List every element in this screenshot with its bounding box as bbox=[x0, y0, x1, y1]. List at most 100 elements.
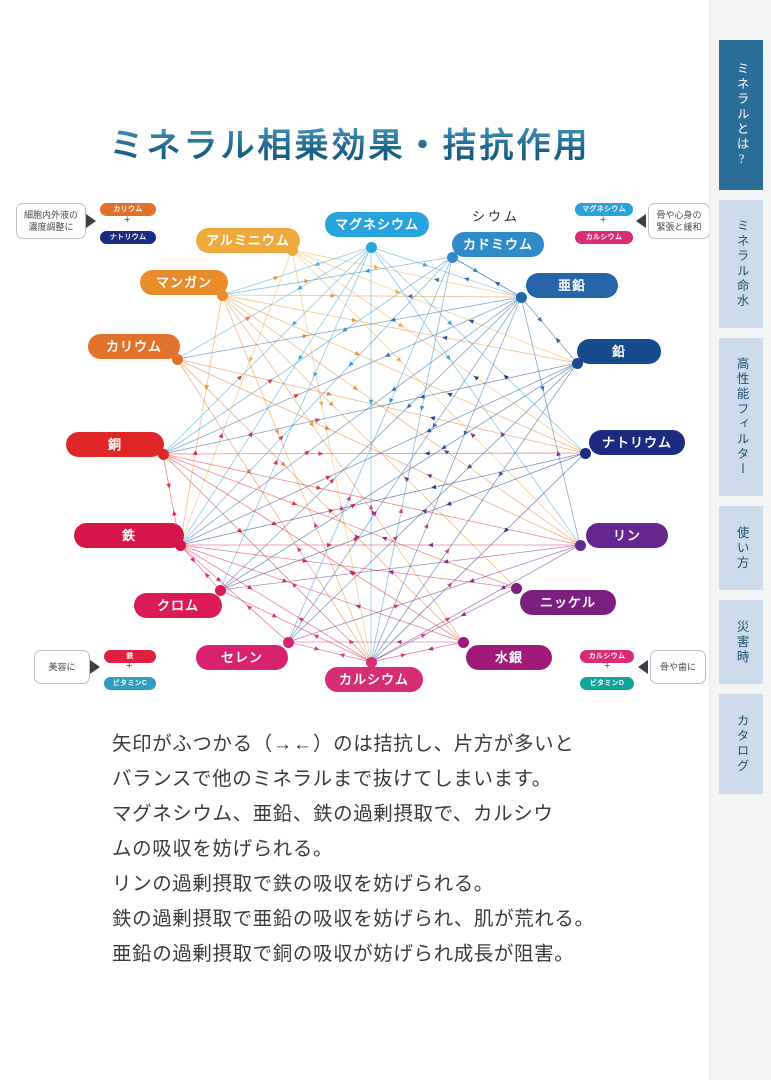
edge-arrowhead bbox=[388, 570, 394, 575]
edge-arrowhead bbox=[298, 354, 304, 361]
edge-arrowhead bbox=[291, 500, 298, 506]
mineral-node-11[interactable]: クロム bbox=[134, 593, 222, 618]
edge-line bbox=[219, 246, 372, 591]
edge-line bbox=[219, 544, 581, 591]
edge-arrowhead bbox=[422, 262, 428, 267]
edge-arrowhead bbox=[297, 546, 302, 553]
mineral-node-9[interactable]: 鉄 bbox=[74, 523, 184, 548]
edge-arrowhead bbox=[316, 485, 322, 490]
callout-arrow-icon bbox=[636, 214, 646, 228]
edge-arrowhead bbox=[318, 401, 324, 407]
edge-line bbox=[221, 246, 372, 296]
mineral-node-15[interactable]: カルシウム bbox=[325, 667, 423, 692]
edge-arrowhead bbox=[432, 422, 438, 429]
node-anchor-dot bbox=[580, 448, 591, 459]
callout-pill-0: カリウム bbox=[100, 203, 156, 216]
edge-arrowhead bbox=[354, 534, 360, 540]
network-edges bbox=[162, 246, 586, 663]
edge-arrowhead bbox=[314, 522, 319, 529]
sidebar-tab-5[interactable]: カタログ bbox=[719, 694, 763, 794]
edge-line bbox=[221, 294, 517, 589]
edge-arrowhead bbox=[472, 267, 479, 273]
edge-arrowhead bbox=[297, 285, 303, 290]
edge-line bbox=[291, 249, 522, 298]
edge-arrowhead bbox=[390, 317, 396, 322]
mineral-node-6[interactable]: 鉛 bbox=[577, 339, 661, 364]
mineral-node-0[interactable]: アルミニウム bbox=[196, 228, 300, 253]
edge-arrowhead bbox=[353, 537, 359, 542]
edge-line bbox=[179, 256, 453, 546]
edge-arrowhead bbox=[325, 475, 331, 481]
edge-arrowhead bbox=[445, 354, 451, 361]
edge-arrowhead bbox=[204, 384, 210, 390]
edge-arrowhead bbox=[443, 450, 450, 455]
sidebar-tab-2[interactable]: 高性能フィルター bbox=[719, 338, 763, 496]
edge-arrowhead bbox=[428, 542, 433, 548]
edge-line bbox=[179, 544, 517, 589]
edge-line bbox=[179, 246, 372, 546]
edge-line bbox=[287, 362, 578, 643]
edge-arrowhead bbox=[355, 604, 361, 609]
edge-arrowhead bbox=[441, 444, 447, 450]
diagram-free-label-0: シウム bbox=[472, 209, 521, 224]
edge-arrowhead bbox=[351, 571, 357, 576]
edge-arrowhead bbox=[324, 425, 331, 430]
mineral-node-10[interactable]: リン bbox=[586, 523, 668, 548]
edge-arrowhead bbox=[304, 279, 310, 284]
edge-line bbox=[291, 249, 586, 454]
edge-line bbox=[219, 362, 578, 591]
edge-arrowhead bbox=[444, 548, 450, 554]
mineral-node-14[interactable]: 水銀 bbox=[466, 645, 552, 670]
edge-line bbox=[179, 452, 586, 546]
mineral-node-4[interactable]: 亜鉛 bbox=[526, 273, 618, 298]
mineral-node-13[interactable]: セレン bbox=[196, 645, 288, 670]
mineral-node-7[interactable]: 銅 bbox=[66, 432, 164, 457]
edge-arrowhead bbox=[393, 604, 399, 609]
edge-line bbox=[370, 246, 586, 454]
edge-arrowhead bbox=[473, 375, 480, 381]
edge-arrowhead bbox=[348, 361, 354, 367]
mineral-node-8[interactable]: ナトリウム bbox=[589, 430, 685, 455]
edge-arrowhead bbox=[278, 435, 284, 441]
callout-arrow-icon bbox=[90, 660, 100, 674]
sidebar-tab-label: 高性能フィルター bbox=[734, 357, 749, 477]
node-anchor-dot bbox=[572, 358, 583, 369]
edge-arrowhead bbox=[308, 421, 314, 427]
node-anchor-dot bbox=[511, 583, 522, 594]
sidebar-tab-0[interactable]: ミネラルとは? bbox=[719, 40, 763, 190]
edge-line bbox=[221, 294, 578, 364]
edge-arrowhead bbox=[271, 613, 278, 618]
edge-arrowhead bbox=[389, 397, 394, 404]
edge-arrowhead bbox=[396, 356, 402, 363]
sidebar-tab-4[interactable]: 災害時 bbox=[719, 600, 763, 684]
edge-arrowhead bbox=[245, 316, 251, 321]
callout-bone-teeth: 骨や歯に bbox=[650, 650, 706, 684]
sidebar-tab-3[interactable]: 使い方 bbox=[719, 506, 763, 590]
edge-arrowhead bbox=[464, 277, 470, 282]
edge-line bbox=[179, 362, 578, 546]
sidebar-tab-1[interactable]: ミネラル命水 bbox=[719, 200, 763, 328]
mineral-node-3[interactable]: マンガン bbox=[140, 270, 228, 295]
mineral-node-5[interactable]: カリウム bbox=[88, 334, 180, 359]
mineral-node-12[interactable]: ニッケル bbox=[520, 590, 616, 615]
node-anchor-dot bbox=[366, 657, 377, 668]
edge-arrowhead bbox=[354, 350, 360, 356]
edge-arrowhead bbox=[470, 432, 476, 439]
edge-line bbox=[370, 362, 578, 663]
edge-arrowhead bbox=[424, 451, 430, 456]
edge-arrowhead bbox=[397, 322, 404, 328]
edge-arrowhead bbox=[314, 261, 320, 266]
mineral-node-1[interactable]: マグネシウム bbox=[325, 212, 429, 237]
edge-arrowhead bbox=[302, 558, 308, 563]
edge-arrowhead bbox=[400, 653, 406, 658]
edge-arrowhead bbox=[273, 276, 279, 281]
edge-arrowhead bbox=[423, 523, 429, 529]
edge-line bbox=[179, 544, 289, 643]
edge-arrowhead bbox=[298, 617, 304, 623]
mineral-node-2[interactable]: カドミウム bbox=[452, 232, 544, 257]
sidebar-nav: ミネラルとは? ミネラル命水高性能フィルター使い方災害時カタログ bbox=[709, 0, 771, 1080]
edge-arrowhead bbox=[419, 405, 425, 411]
edge-line bbox=[520, 296, 578, 364]
edge-line bbox=[370, 587, 517, 663]
edge-arrowhead bbox=[346, 495, 351, 502]
